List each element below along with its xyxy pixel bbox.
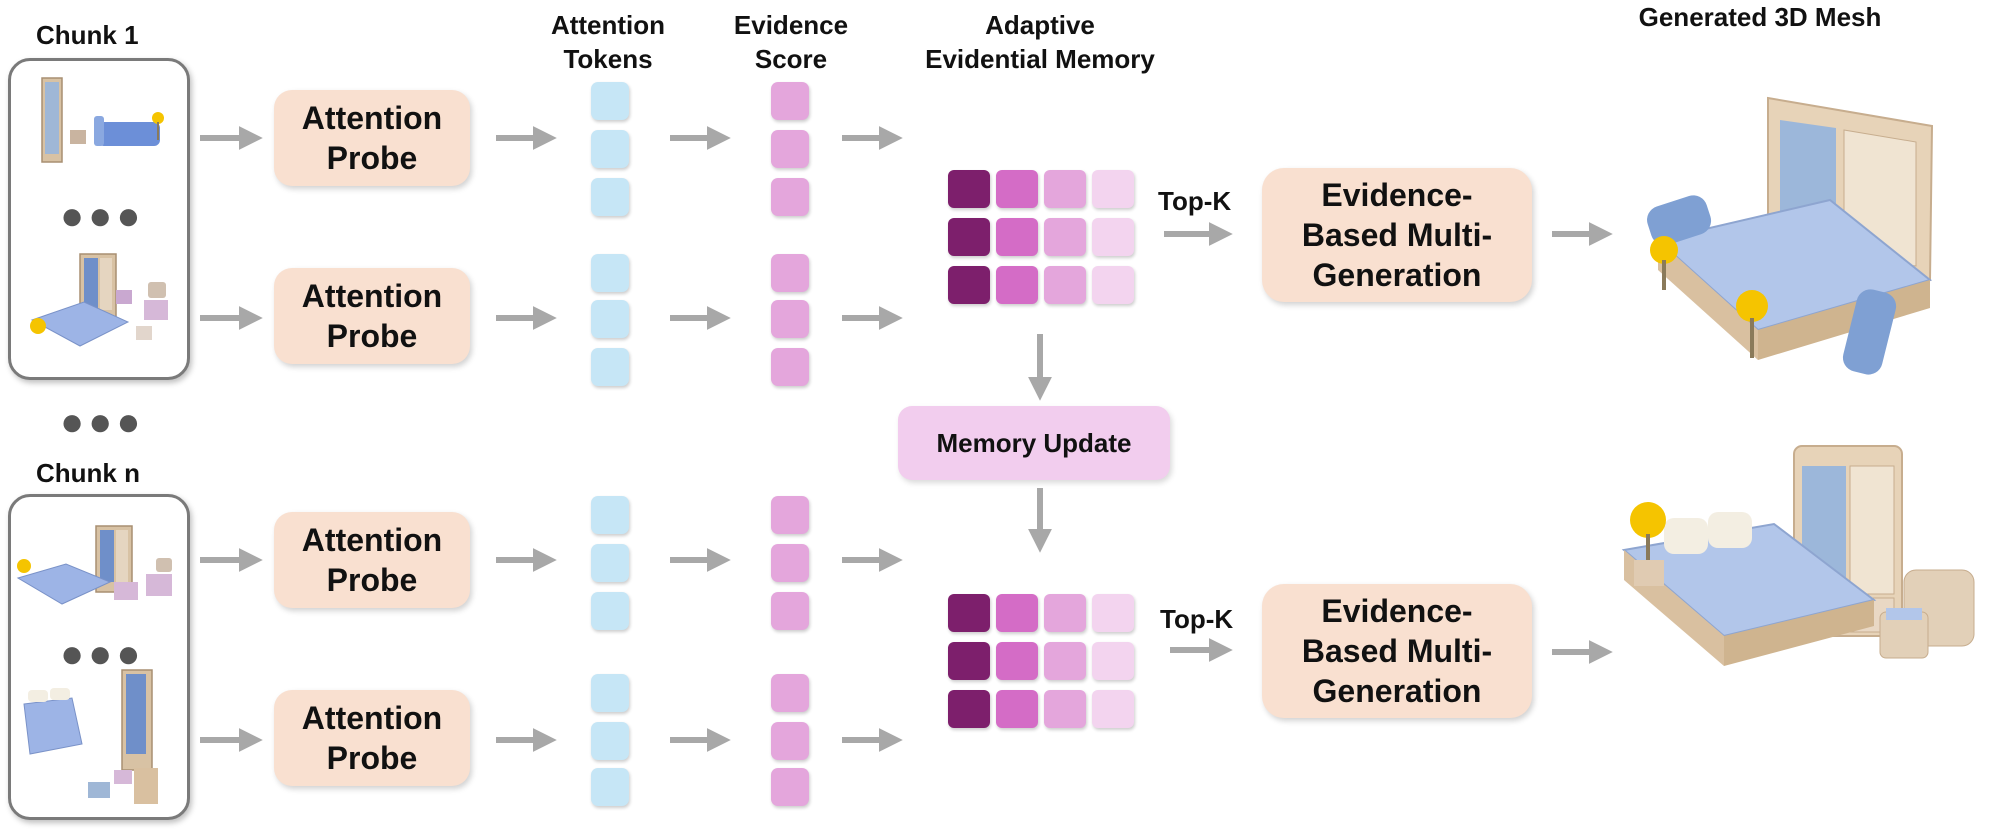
evidence-score (771, 300, 809, 338)
memory-cell (996, 642, 1038, 680)
memory-cell (1044, 170, 1086, 208)
evidence-score-header: Evidence Score (733, 10, 849, 74)
generated-mesh-header: Generated 3D Mesh (1638, 2, 1882, 32)
evidence-generation-box: Evidence- Based Multi- Generation (1262, 168, 1532, 302)
bedroom-furniture-image (30, 253, 168, 347)
evidence-score (771, 722, 809, 760)
memory-cell (1044, 266, 1086, 304)
evidence-score (771, 592, 809, 630)
memory-cell (996, 690, 1038, 728)
bedroom-furniture-image (41, 77, 164, 163)
memory-cell (948, 690, 990, 728)
attention-token (591, 496, 629, 534)
bedroom-furniture-image (16, 525, 172, 605)
evidence-score (771, 82, 809, 120)
memory-cell (1092, 642, 1134, 680)
evidence-score (771, 768, 809, 806)
memory-cell (1092, 218, 1134, 256)
memory-cell (948, 170, 990, 208)
memory-cell (948, 594, 990, 632)
evidence-score (771, 254, 809, 292)
attention-token (591, 592, 629, 630)
attention-token (591, 130, 629, 168)
memory-cell (948, 218, 990, 256)
memory-cell (1044, 594, 1086, 632)
memory-cell (1092, 170, 1134, 208)
attention-token (591, 300, 629, 338)
adaptive-memory-header: Adaptive Evidential Memory (925, 10, 1155, 74)
memory-cell (1044, 218, 1086, 256)
attention-token (591, 674, 629, 712)
top-k-label: Top-K (1160, 604, 1234, 634)
attention-token (591, 544, 629, 582)
evidence-score (771, 178, 809, 216)
memory-update-box: Memory Update (898, 406, 1170, 480)
attention-token (591, 254, 629, 292)
evidence-score (771, 674, 809, 712)
memory-cell (1044, 690, 1086, 728)
attention-token (591, 82, 629, 120)
top-k-label: Top-K (1158, 186, 1232, 216)
evidence-score (771, 348, 809, 386)
memory-cell (1092, 266, 1134, 304)
attention-tokens-header: Attention Tokens (550, 10, 666, 74)
attention-token (591, 348, 629, 386)
generated-mesh-render (1647, 96, 1934, 375)
evidence-score (771, 130, 809, 168)
evidence-generation-box: Evidence- Based Multi- Generation (1262, 584, 1532, 718)
attention-probe-box: Attention Probe (274, 90, 470, 186)
memory-cell (1092, 594, 1134, 632)
chunk-1-label: Chunk 1 (36, 20, 139, 50)
memory-cell (996, 266, 1038, 304)
memory-cell (996, 218, 1038, 256)
memory-cell (1044, 642, 1086, 680)
memory-cell (996, 170, 1038, 208)
bedroom-furniture-image (23, 669, 158, 804)
attention-probe-box: Attention Probe (274, 512, 470, 608)
evidence-score (771, 496, 809, 534)
memory-cell (1092, 690, 1134, 728)
memory-cell (996, 594, 1038, 632)
attention-probe-box: Attention Probe (274, 690, 470, 786)
memory-cell (948, 642, 990, 680)
memory-cell (948, 266, 990, 304)
attention-probe-box: Attention Probe (274, 268, 470, 364)
attention-token (591, 722, 629, 760)
generated-mesh-render (1621, 445, 1975, 666)
attention-token (591, 178, 629, 216)
attention-token (591, 768, 629, 806)
evidence-score (771, 544, 809, 582)
chunk-n-label: Chunk n (36, 458, 140, 488)
